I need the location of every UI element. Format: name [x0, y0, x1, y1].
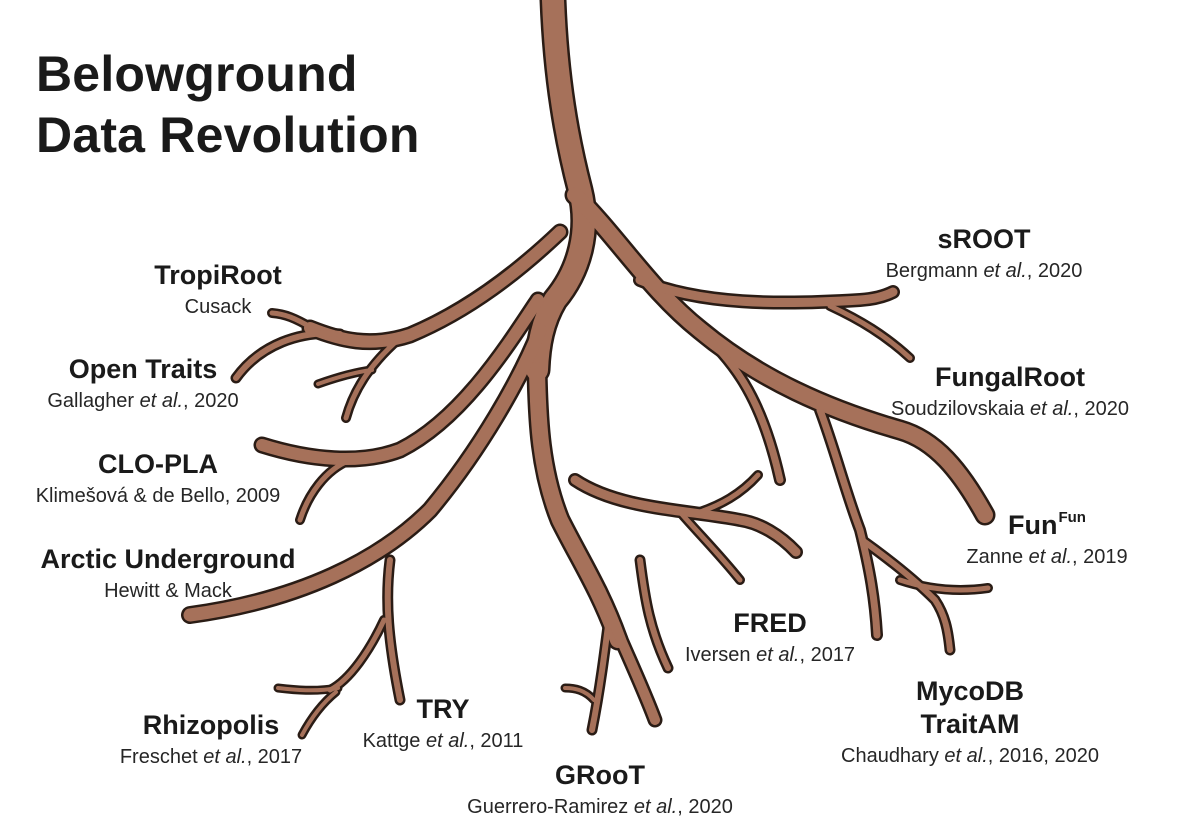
root-fungalroot-tip	[827, 303, 913, 361]
diagram-title: Belowground Data Revolution	[36, 44, 420, 166]
db-label-arctic-underground: Arctic Underground Hewitt & Mack	[28, 544, 308, 602]
root-mycodb-a	[816, 406, 881, 639]
root-center-b	[589, 607, 613, 733]
root-clopla-b	[297, 457, 353, 523]
root-arctic-a	[384, 557, 403, 703]
db-label-tropiroot: TropiRoot Cusack	[112, 260, 324, 318]
db-label-fungalroot: FungalRoot Soudzilovskaia et al., 2020	[862, 362, 1158, 420]
db-name-secondary: TraitAM	[920, 709, 1020, 739]
db-name: TRY	[416, 694, 470, 724]
root-fred-main	[570, 475, 801, 557]
title-line-1: Belowground	[36, 46, 358, 102]
db-name: CLO-PLA	[98, 449, 218, 479]
root-mycodb-b	[859, 537, 953, 653]
db-citation: Freschet et al., 2017	[119, 746, 303, 768]
root-groot-tip	[563, 686, 596, 702]
db-name: Rhizopolis	[142, 710, 280, 740]
db-citation: Guerrero-Ramirez et al., 2020	[467, 796, 733, 818]
root-trunk	[526, 0, 595, 381]
db-label-rhizopolis: Rhizopolis Freschet et al., 2017	[100, 710, 322, 768]
db-label-open-traits: Open Traits Gallagher et al., 2020	[18, 354, 268, 412]
db-citation: Hewitt & Mack	[104, 580, 232, 602]
root-fred-down	[677, 509, 743, 583]
db-label-try: TRY Kattge et al., 2011	[340, 694, 546, 752]
root-right-upper	[635, 275, 898, 308]
root-tropiroot-tip	[269, 310, 315, 331]
db-name: FRED	[733, 608, 807, 638]
db-citation: Bergmann et al., 2020	[885, 260, 1083, 282]
root-center-drop	[637, 557, 671, 671]
db-name: TropiRoot	[154, 260, 282, 290]
db-citation: Soudzilovskaia et al., 2020	[891, 398, 1129, 420]
db-label-fred: FRED Iversen et al., 2017	[664, 608, 876, 666]
root-fill-layer	[183, 0, 993, 737]
db-citation: Cusack	[184, 296, 252, 318]
root-rhizopolis-a	[276, 686, 340, 693]
db-label-funfun: FunFun Zanne et al., 2019	[940, 509, 1154, 568]
db-label-clo-pla: CLO-PLA Klimešová & de Bello, 2009	[14, 449, 302, 507]
db-citation: Klimešová & de Bello, 2009	[35, 485, 281, 507]
root-open-traits-a	[233, 330, 343, 381]
db-citation: Gallagher et al., 2020	[47, 390, 239, 412]
db-name: FunFun	[1008, 509, 1086, 540]
root-arctic-b-outline	[325, 615, 389, 695]
db-label-sroot: sROOT Bergmann et al., 2020	[862, 224, 1106, 282]
root-mycodb-c	[897, 577, 991, 593]
db-name: FungalRoot	[935, 362, 1085, 392]
db-label-groot: GRooT Guerrero-Ramirez et al., 2020	[438, 760, 762, 818]
db-name-superscript: Fun	[1058, 509, 1086, 526]
root-open-traits-c	[316, 368, 374, 386]
db-name: Open Traits	[68, 354, 218, 384]
title-line-2: Data Revolution	[36, 107, 420, 163]
root-center-a	[595, 585, 660, 725]
root-left-long	[183, 323, 547, 622]
root-right-mid	[696, 326, 784, 484]
db-name: sROOT	[937, 224, 1031, 254]
root-clopla-b-outline	[295, 455, 355, 525]
root-rhizopolis-b	[300, 690, 338, 737]
db-citation: Iversen et al., 2017	[684, 644, 856, 666]
db-citation: Chaudhary et al., 2016, 2020	[841, 745, 1099, 767]
db-name: GRooT	[555, 760, 645, 790]
root-fred-up	[697, 472, 761, 515]
db-citation: Zanne et al., 2019	[966, 546, 1128, 568]
db-name: MycoDB	[915, 676, 1024, 706]
db-citation: Kattge et al., 2011	[362, 730, 524, 752]
root-left-upper	[304, 226, 566, 348]
db-name: Arctic Underground	[40, 544, 296, 574]
root-right-big	[567, 187, 993, 523]
root-left-mid	[256, 294, 544, 466]
root-open-traits-b	[343, 335, 403, 421]
db-label-mycodb-traitam: MycoDB TraitAM Chaudhary et al., 2016, 2…	[812, 676, 1128, 767]
